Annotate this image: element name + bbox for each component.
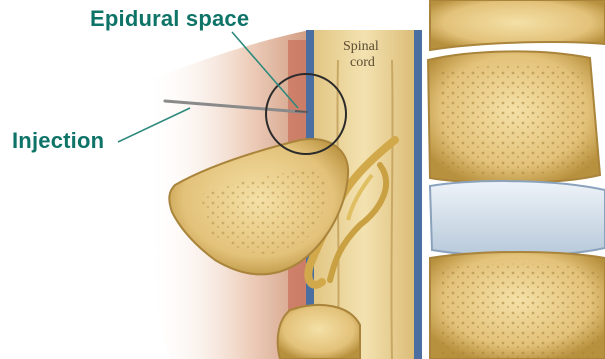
cord-tract-line [391,60,392,359]
spinal-cord-label-line2: cord [350,56,375,70]
vertebral-body-upper-texture [440,65,590,174]
intervertebral-disc [430,181,605,256]
spinal-cord-label-line1: Spinal [343,40,379,54]
dura-right [414,30,422,359]
injection-label: Injection [12,130,104,152]
needle-tip [295,111,308,112]
epidural-space-label: Epidural space [90,8,249,30]
vertebral-body-top [430,0,605,50]
lamina-lower [278,305,360,359]
vertebral-body-lower-texture [442,264,600,359]
